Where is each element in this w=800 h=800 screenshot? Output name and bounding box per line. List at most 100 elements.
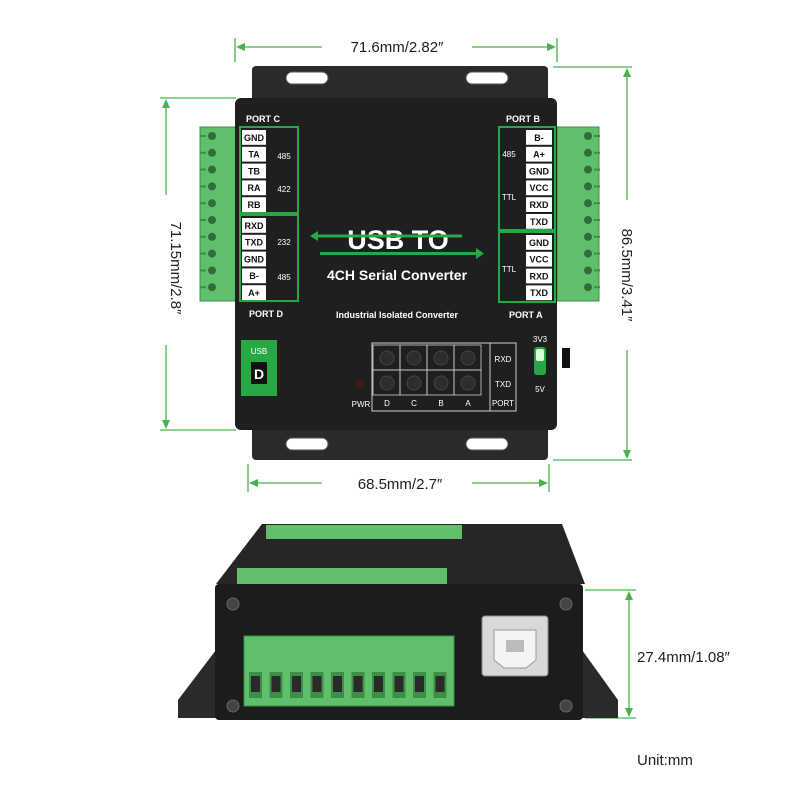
terminal-screw bbox=[208, 249, 216, 258]
terminal-tooth bbox=[594, 269, 600, 272]
pin-label: A+ bbox=[533, 150, 545, 160]
depth-label: 27.4mm/1.08″ bbox=[637, 649, 731, 666]
status-led bbox=[379, 350, 395, 366]
terminal-screw bbox=[584, 182, 592, 191]
device-tagline: Industrial Isolated Converter bbox=[336, 310, 459, 320]
device-top-view bbox=[199, 66, 600, 460]
power-led bbox=[355, 379, 365, 389]
unit-note: Unit:mm bbox=[637, 752, 693, 769]
terminal-screw bbox=[584, 232, 592, 241]
port-b-label: PORT B bbox=[506, 114, 541, 124]
terminal-tooth bbox=[200, 269, 206, 272]
pin-label-box bbox=[526, 163, 552, 179]
terminal-screw bbox=[208, 199, 216, 208]
mode-label: TTL bbox=[502, 193, 517, 202]
pin-label-box bbox=[526, 130, 552, 145]
terminal-screw bbox=[208, 216, 216, 224]
top-width-label: 71.6mm/2.82″ bbox=[351, 39, 445, 56]
device-side-view bbox=[178, 524, 618, 720]
terminal-tooth bbox=[200, 252, 206, 255]
terminal-screw bbox=[584, 249, 592, 258]
pin-label-box bbox=[526, 197, 552, 212]
pin-group-frame bbox=[498, 231, 556, 303]
pin-label-box bbox=[242, 285, 266, 300]
terminal-tooth bbox=[594, 185, 600, 188]
led-cell bbox=[453, 369, 482, 396]
pin-label-box bbox=[526, 180, 552, 196]
pin-label: GND bbox=[244, 254, 265, 264]
terminal-screw bbox=[208, 182, 216, 191]
usb-letter: D bbox=[254, 366, 264, 382]
status-led bbox=[406, 350, 422, 366]
terminal-tooth bbox=[594, 286, 600, 289]
pin-label: RXD bbox=[529, 271, 549, 281]
device-title: USB TO bbox=[347, 225, 449, 255]
device-subtitle: 4CH Serial Converter bbox=[327, 267, 468, 283]
terminal-tooth bbox=[200, 219, 206, 221]
terminal-screw bbox=[584, 165, 592, 174]
pin-label-box bbox=[242, 146, 266, 162]
terminal-screw bbox=[208, 148, 216, 157]
terminal-tooth bbox=[594, 135, 600, 137]
pin-labels: GNDTATBRARBRXDTXDGNDB-A+B-A+GNDVCCRXDTXD… bbox=[239, 126, 556, 303]
terminal-screw bbox=[584, 216, 592, 224]
terminal-hole bbox=[333, 676, 342, 692]
status-led bbox=[379, 375, 395, 391]
status-led bbox=[460, 375, 476, 391]
terminal-tooth bbox=[594, 252, 600, 255]
pin-label: TA bbox=[248, 150, 260, 160]
terminal-hole bbox=[374, 676, 383, 692]
terminal-hole bbox=[292, 676, 301, 692]
pin-label-box bbox=[242, 234, 266, 250]
terminal-tooth bbox=[200, 151, 206, 154]
voltage-5v-label: 5V bbox=[535, 385, 545, 394]
port-legend: PORT bbox=[492, 399, 514, 408]
pin-label-box bbox=[526, 235, 552, 250]
terminal-screw bbox=[584, 148, 592, 157]
status-led bbox=[406, 375, 422, 391]
mode-label: 485 bbox=[277, 273, 291, 282]
terminal-tooth bbox=[594, 219, 600, 221]
pin-label-box bbox=[526, 268, 552, 284]
terminal-screw bbox=[584, 199, 592, 208]
pin-label: VCC bbox=[529, 183, 549, 193]
bottom-width-label: 68.5mm/2.7″ bbox=[358, 476, 443, 493]
pin-label: TXD bbox=[245, 238, 264, 248]
terminal-tooth bbox=[200, 135, 206, 137]
led-column-label: B bbox=[438, 399, 443, 408]
pin-label: RA bbox=[248, 183, 261, 193]
pin-label-box bbox=[242, 130, 266, 145]
status-led bbox=[460, 350, 476, 366]
terminal-screw bbox=[208, 283, 216, 292]
pin-label: GND bbox=[244, 133, 265, 143]
led-column-label: D bbox=[384, 399, 390, 408]
pwr-label: PWR bbox=[352, 400, 371, 409]
terminal-hole bbox=[312, 676, 322, 692]
voltage-3v3-label: 3V3 bbox=[533, 335, 548, 344]
led-column-label: C bbox=[411, 399, 417, 408]
pin-label-box bbox=[242, 197, 266, 212]
port-c-label: PORT C bbox=[246, 114, 281, 124]
pin-label: TB bbox=[248, 166, 260, 176]
pin-label-box bbox=[526, 285, 552, 301]
terminal-hole bbox=[394, 676, 404, 692]
mode-label: 485 bbox=[502, 150, 516, 159]
status-led bbox=[433, 375, 449, 391]
pin-label-box bbox=[526, 214, 552, 229]
pin-label: B- bbox=[534, 133, 544, 143]
pin-label-box bbox=[242, 218, 266, 233]
pin-label-box bbox=[242, 268, 266, 284]
terminal-screw bbox=[584, 266, 592, 275]
mode-label: 232 bbox=[277, 238, 291, 247]
pin-group-frame bbox=[239, 214, 299, 302]
pin-label: VCC bbox=[529, 255, 549, 265]
terminal-screw bbox=[208, 132, 216, 140]
terminal-screw bbox=[584, 132, 592, 140]
pin-label-box bbox=[526, 251, 552, 267]
side-terminal-teeth bbox=[249, 672, 447, 698]
terminal-hole bbox=[251, 676, 260, 692]
pin-label-box bbox=[242, 180, 266, 196]
pin-label-box bbox=[242, 251, 266, 267]
pin-label: TXD bbox=[530, 288, 549, 298]
